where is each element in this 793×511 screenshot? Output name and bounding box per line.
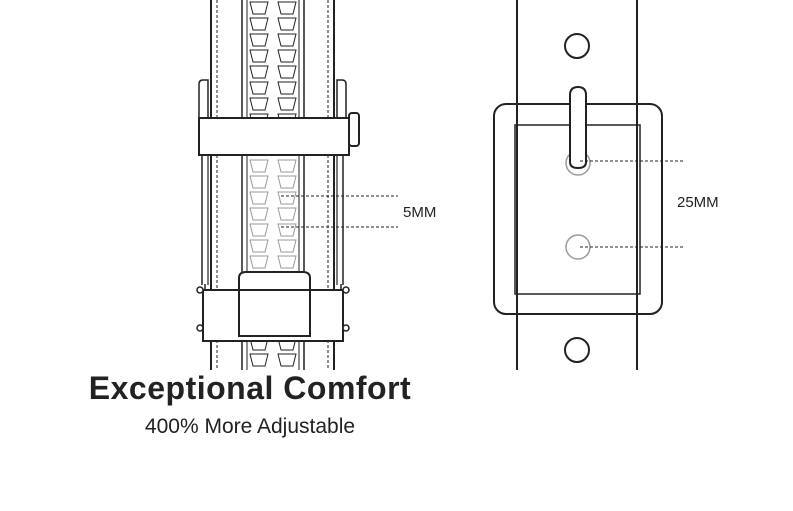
ratchet-tooth: [249, 255, 269, 269]
release-knob: [348, 112, 360, 147]
ratchet-clamp: [196, 271, 350, 342]
ratchet-tooth: [249, 1, 269, 15]
ratchet-tooth: [249, 65, 269, 79]
belt-hole: [564, 33, 590, 59]
buckle-prong: [569, 85, 587, 170]
ratchet-tooth: [249, 191, 269, 205]
ratchet-tooth: [249, 33, 269, 47]
ratchet-tooth: [277, 353, 297, 367]
ratchet-tooth: [249, 207, 269, 221]
ratchet-gap-label: 5MM: [403, 204, 436, 221]
page-title: Exceptional Comfort: [88, 370, 412, 406]
ratchet-tooth: [277, 223, 297, 237]
ratchet-tooth: [277, 1, 297, 15]
ratchet-tooth: [277, 97, 297, 111]
belt-hole: [564, 337, 590, 363]
ratchet-tooth: [277, 17, 297, 31]
ratchet-buckle-bar: [198, 117, 350, 156]
ratchet-teeth-bottom: [249, 337, 297, 367]
ratchet-tooth: [277, 65, 297, 79]
traditional-belt-illustration: 25MM: [493, 0, 719, 370]
ratchet-tooth: [249, 49, 269, 63]
ratchet-tooth: [277, 49, 297, 63]
hole-spacing-label: 25MM: [677, 194, 719, 211]
ratchet-tooth: [277, 33, 297, 47]
ratchet-tooth: [277, 191, 297, 205]
ratchet-tooth: [249, 97, 269, 111]
ratchet-tooth: [277, 175, 297, 189]
ratchet-belt-illustration: 5MM: [196, 0, 436, 370]
ratchet-tooth: [277, 207, 297, 221]
page-subtitle: 400% More Adjustable: [144, 415, 356, 438]
ratchet-tooth: [249, 239, 269, 253]
ratchet-tooth: [277, 239, 297, 253]
ratchet-tooth: [277, 159, 297, 173]
ratchet-tooth: [249, 81, 269, 95]
ratchet-tooth: [249, 175, 269, 189]
ratchet-teeth-middle: [249, 159, 297, 269]
ratchet-tooth: [249, 223, 269, 237]
ratchet-tooth: [249, 17, 269, 31]
ratchet-teeth-top: [249, 1, 297, 127]
ratchet-tooth: [277, 255, 297, 269]
ratchet-tooth: [249, 159, 269, 173]
ratchet-tooth: [277, 81, 297, 95]
ratchet-tooth: [249, 353, 269, 367]
